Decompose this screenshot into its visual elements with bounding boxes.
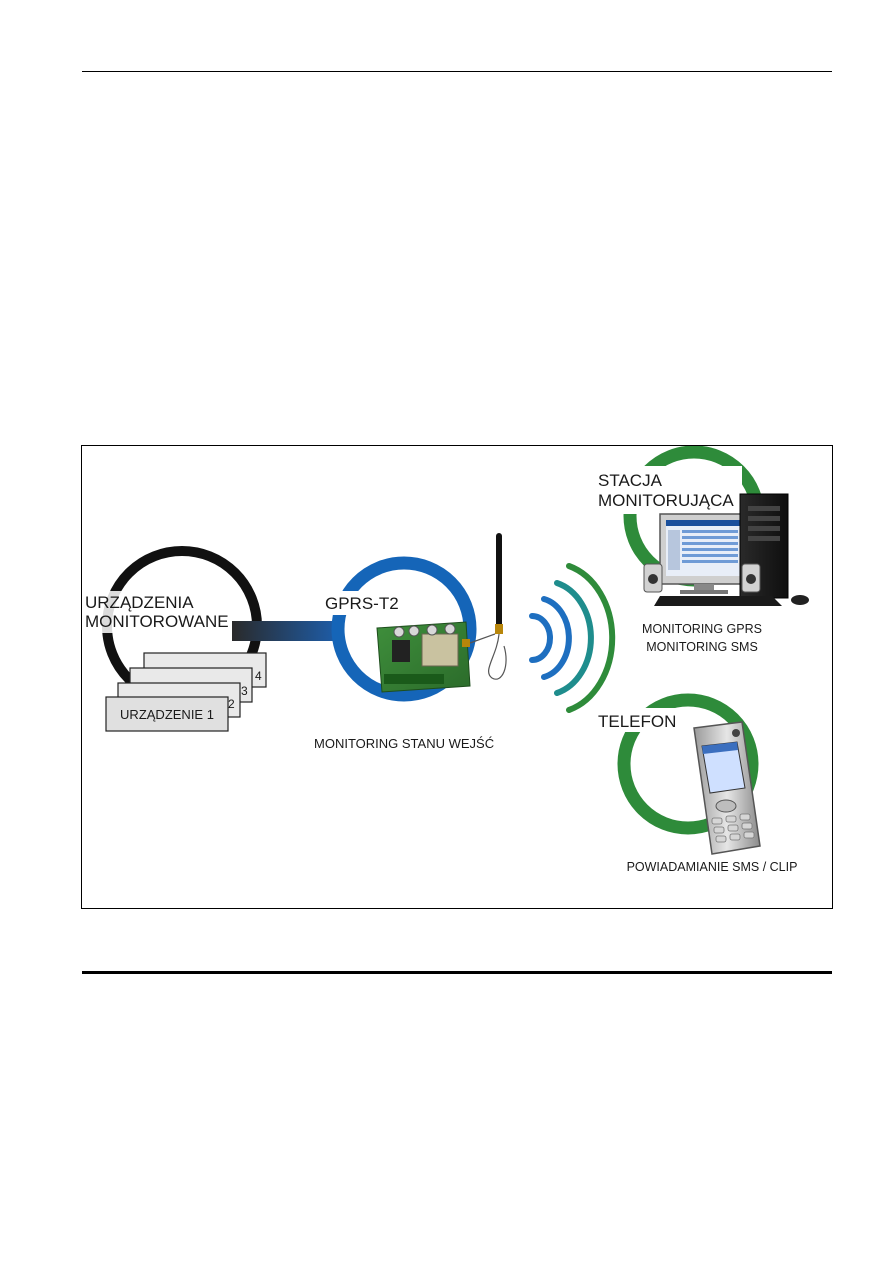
device-number-4: 4 [255,669,262,683]
diagram-canvas: 4 3 2 URZĄDZENIE 1 URZĄDZENIA MONITOROWA… [82,446,809,874]
station-title-line2: MONITORUJĄCA [598,491,734,510]
device-card-1: URZĄDZENIE 1 [105,696,229,732]
device-number-2: 2 [228,697,235,711]
connection-cable [232,621,342,641]
phone-group: TELEFON POWIADAM [595,693,798,874]
monitored-devices-group: 4 3 2 URZĄDZENIE 1 URZĄDZENIA MONITOROWA… [82,546,342,732]
module-name: GPRS-T2 [325,594,399,613]
header-rule [82,71,832,72]
system-diagram: 4 3 2 URZĄDZENIE 1 URZĄDZENIA MONITOROWA… [81,445,833,909]
devices-title-line1: URZĄDZENIA [85,593,194,612]
station-caption-line1: MONITORING GPRS [642,622,762,636]
module-caption: MONITORING STANU WEJŚĆ [314,736,494,751]
phone-title: TELEFON [598,712,676,731]
computer-icon [643,493,809,606]
phone-caption: POWIADAMIANIE SMS / CLIP [627,860,798,874]
monitoring-station-group: STACJA MONITORUJĄCA [592,446,809,654]
station-title-line1: STACJA [598,471,663,490]
pcb-board-icon [376,621,471,693]
footer-rule [82,971,832,974]
module-ring [331,556,477,702]
station-caption-line2: MONITORING SMS [646,640,758,654]
gprs-module-group: GPRS-T2 MONITORING STANU WEJŚĆ [314,533,507,751]
devices-title-line2: MONITOROWANE [85,612,229,631]
radio-waves-icon [529,563,616,713]
device-number-3: 3 [241,684,248,698]
phone-ring [617,693,759,835]
antenna-icon [469,533,507,680]
mobile-phone-icon [693,721,761,855]
device-label: URZĄDZENIE 1 [120,707,214,722]
